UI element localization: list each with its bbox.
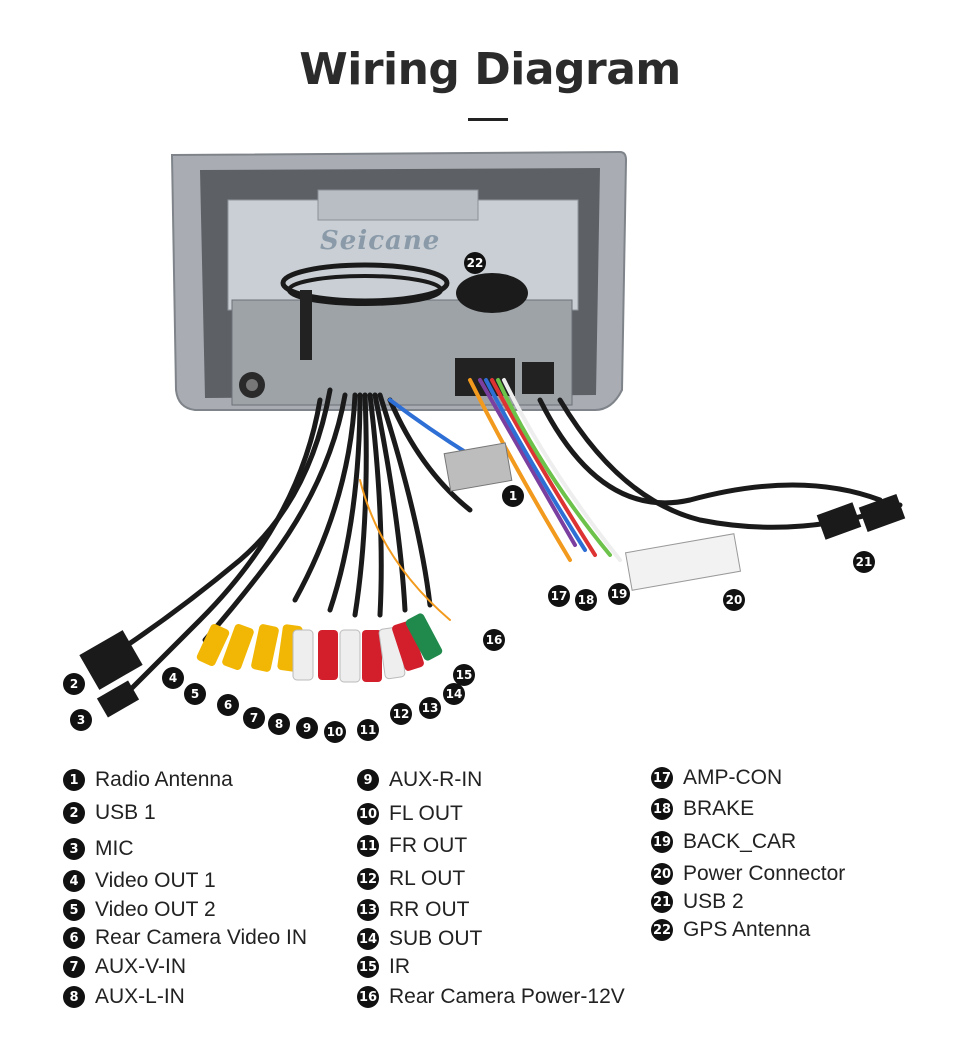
callout-13: 13 bbox=[419, 697, 441, 719]
callout-20: 20 bbox=[723, 589, 745, 611]
callout-7: 7 bbox=[243, 707, 265, 729]
callout-11: 11 bbox=[357, 719, 379, 741]
cables bbox=[117, 387, 903, 693]
callout-4: 4 bbox=[162, 667, 184, 689]
callout-14: 14 bbox=[443, 683, 465, 705]
rca-plugs bbox=[196, 613, 443, 683]
title-underline bbox=[468, 118, 508, 121]
callout-6: 6 bbox=[217, 694, 239, 716]
callout-2: 2 bbox=[63, 673, 85, 695]
head-unit bbox=[170, 150, 628, 411]
callout-10: 10 bbox=[324, 721, 346, 743]
callout-15: 15 bbox=[453, 664, 475, 686]
callout-19: 19 bbox=[608, 583, 630, 605]
callout-22: 22 bbox=[464, 252, 486, 274]
callout-21: 21 bbox=[853, 551, 875, 573]
connectors bbox=[79, 442, 906, 718]
wiring-diagram-illustration bbox=[79, 150, 906, 718]
power-harness-wires bbox=[359, 378, 622, 621]
callout-8: 8 bbox=[268, 713, 290, 735]
callout-12: 12 bbox=[390, 703, 412, 725]
page-title: Wiring Diagram bbox=[299, 44, 681, 95]
callout-3: 3 bbox=[70, 709, 92, 731]
callout-1: 1 bbox=[502, 485, 524, 507]
brand-watermark: Seicane bbox=[320, 226, 441, 256]
callout-18: 18 bbox=[575, 589, 597, 611]
callout-9: 9 bbox=[296, 717, 318, 739]
callout-5: 5 bbox=[184, 683, 206, 705]
callout-16: 16 bbox=[483, 629, 505, 651]
callout-17: 17 bbox=[548, 585, 570, 607]
